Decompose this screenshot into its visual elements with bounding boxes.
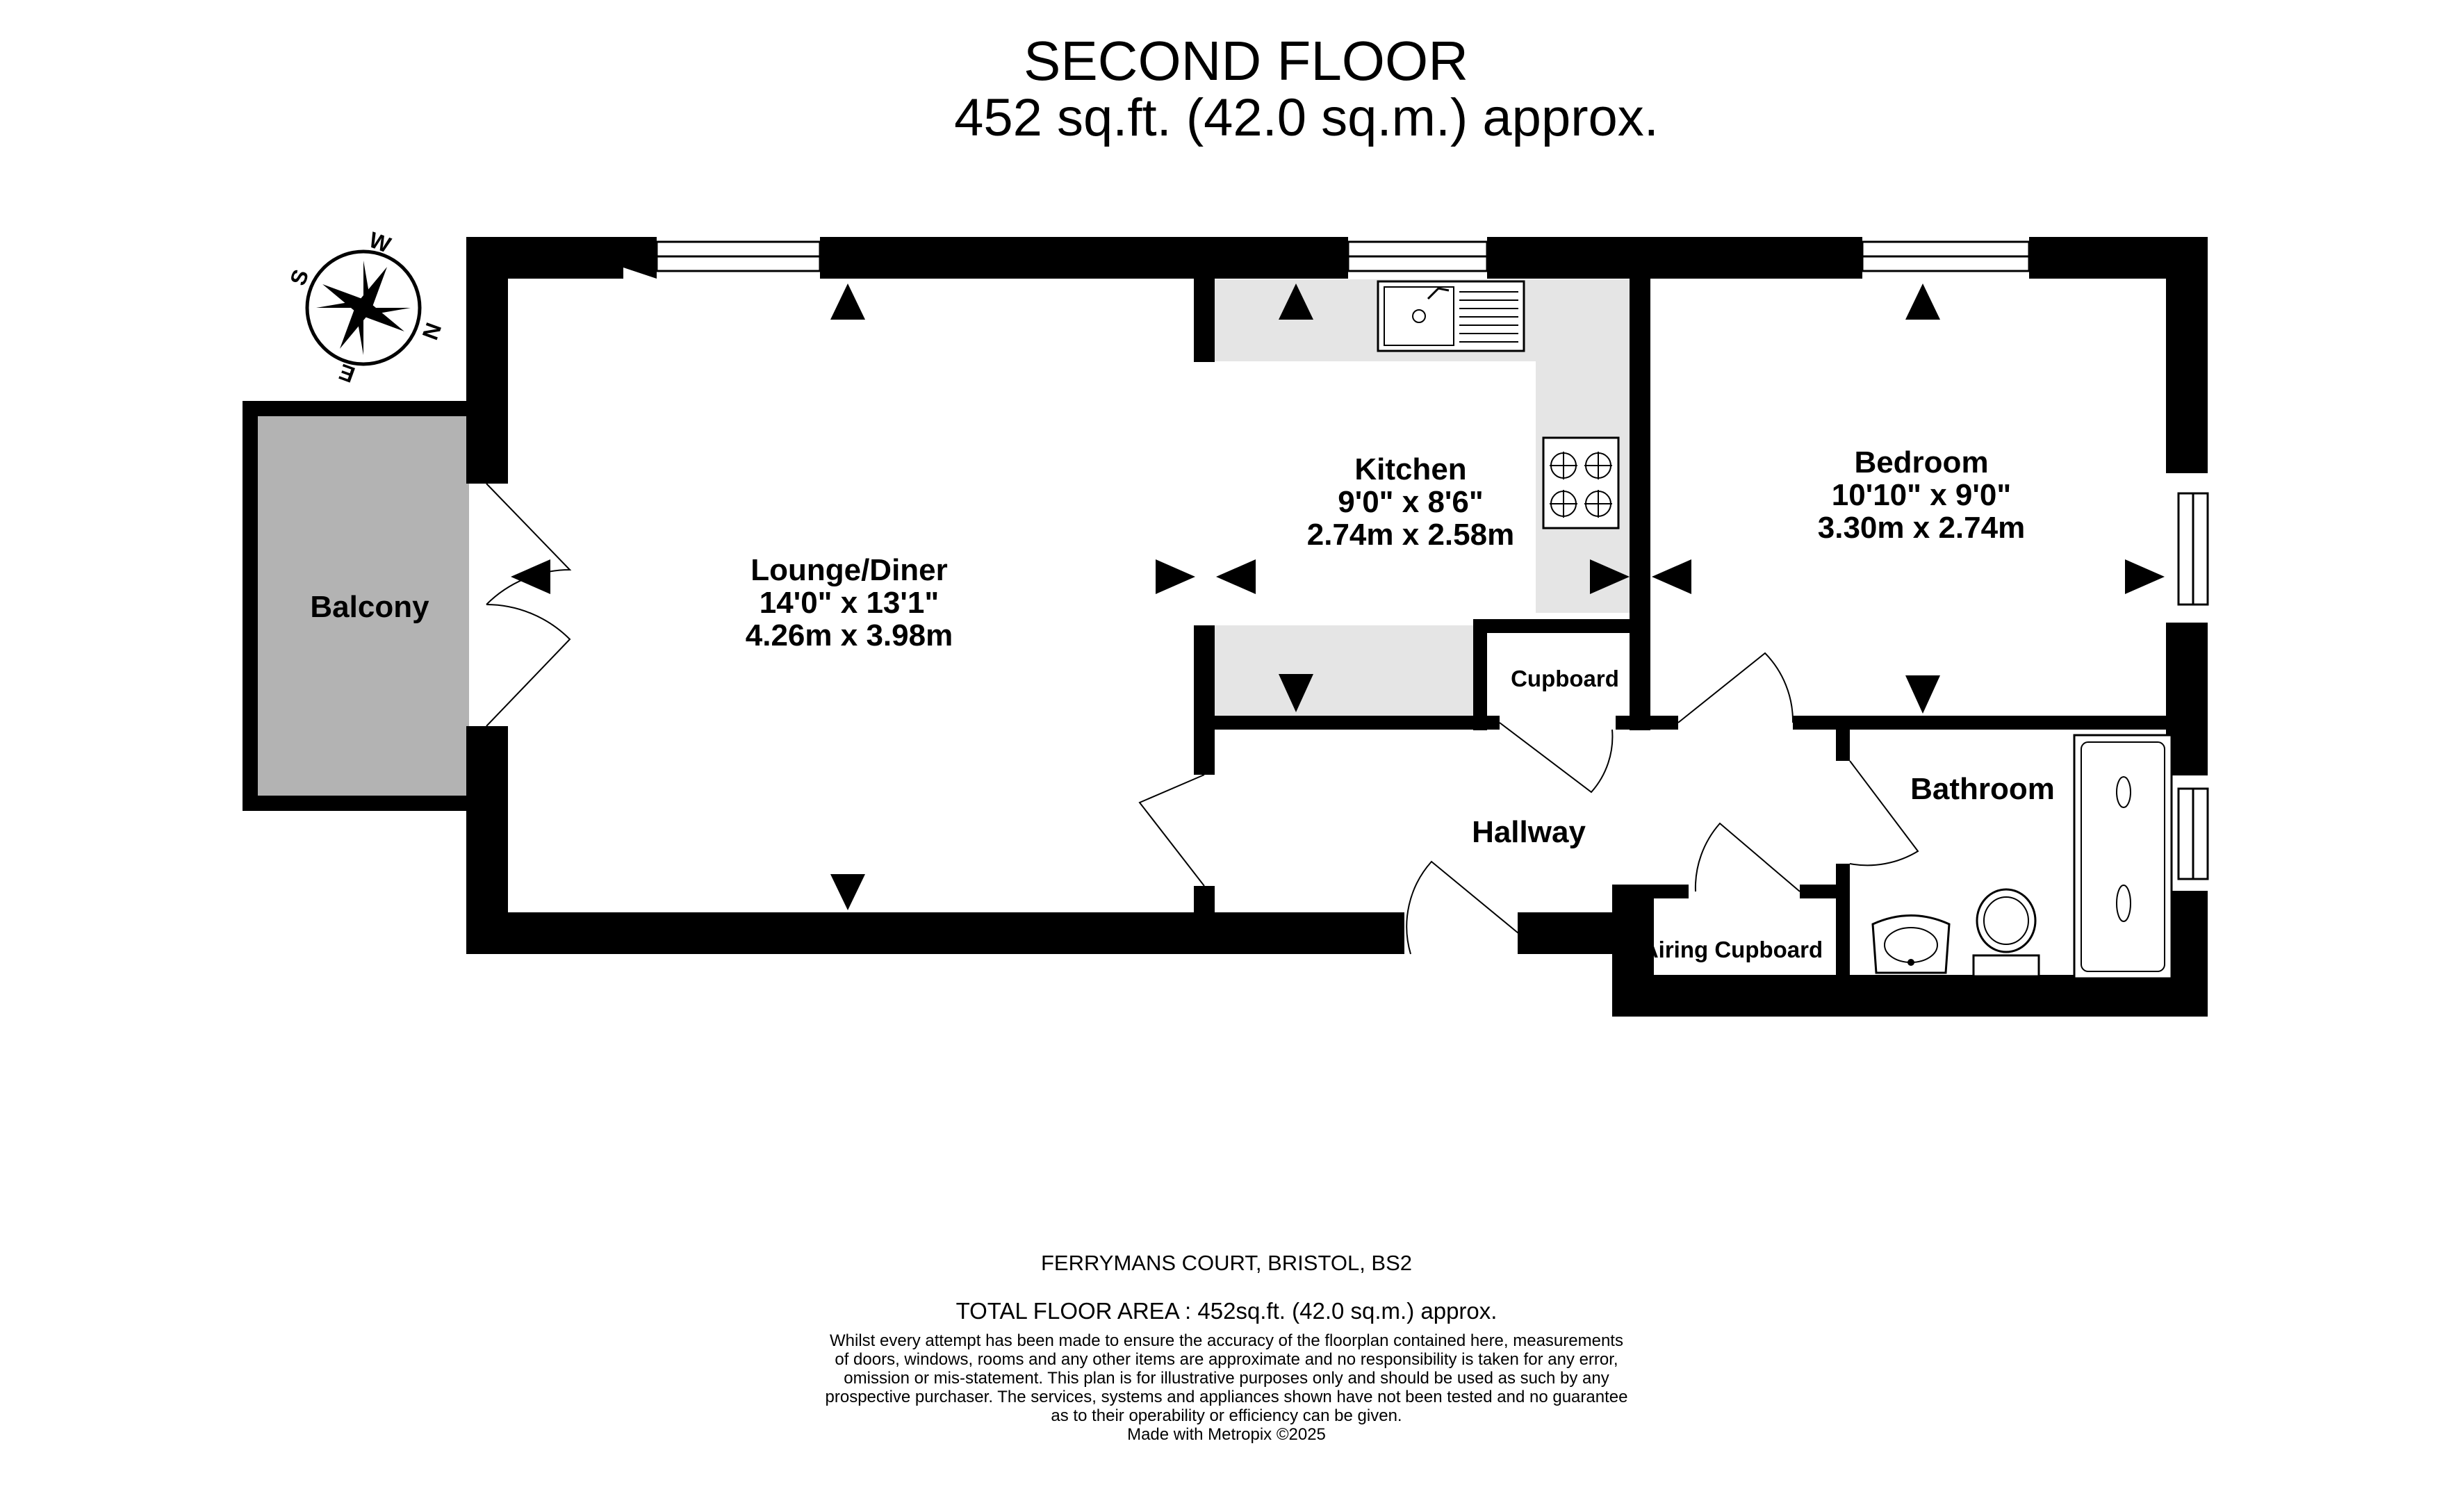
bathroom-label: Bathroom [1910,772,2055,806]
compass-star-icon: S W N E [285,227,446,388]
kitchen-dim-metric: 2.74m x 2.58m [1307,518,1514,552]
arrow-lounge-top [830,284,865,320]
kitchen-hob-icon [1542,436,1620,529]
balcony: Balcony [243,401,469,811]
airing-cupboard-label: Airing Cupboard [1642,937,1823,962]
arrow-lounge-bottom [830,874,865,910]
cupboard-label: Cupboard [1511,666,1619,691]
arrow-kitchen-right [1590,559,1630,594]
bedroom-label: Bedroom [1854,445,1988,479]
compass-letter-n: N [417,320,446,343]
cupboard-door[interactable] [1499,722,1614,794]
footer-disclaimer-line-4: prospective purchaser. The services, sys… [826,1388,1628,1406]
lounge-dim-metric: 4.26m x 3.98m [746,618,953,652]
arrow-kitchen-bottom [1279,674,1313,712]
bathroom-door[interactable] [1849,760,1919,866]
kitchen-dim-imperial: 9'0" x 8'6" [1338,485,1483,519]
front-door[interactable] [1406,860,1519,955]
floor-title: SECOND FLOOR [1024,30,1468,92]
footer-credit: Made with Metropix ©2025 [1127,1425,1326,1444]
arrow-bedroom-right [2125,559,2165,594]
lounge-dim-imperial: 14'0" x 13'1" [760,586,939,620]
windows [623,237,2209,880]
balcony-door[interactable] [486,483,572,727]
footer-total-area: TOTAL FLOOR AREA : 452sq.ft. (42.0 sq.m.… [956,1298,1498,1324]
compass-letter-e: E [336,359,358,388]
bedroom-dim-imperial: 10'10" x 9'0" [1832,478,2011,512]
hallway-label: Hallway [1472,815,1586,849]
kitchen-sink-icon [1377,280,1525,352]
bath-icon [2073,734,2173,980]
lounge-label: Lounge/Diner [750,553,948,587]
walls [466,237,2208,1017]
balcony-label: Balcony [310,590,429,624]
footer-disclaimer-line-3: omission or mis-statement. This plan is … [844,1369,1609,1388]
floor-area: 452 sq.ft. (42.0 sq.m.) approx. [954,88,1659,147]
measurement-arrows [511,284,2165,910]
arrow-bedroom-top [1905,284,1940,320]
arrow-lounge-left [511,559,550,594]
arrow-lounge-right [1156,559,1195,594]
hallway-lounge-door[interactable] [1138,774,1205,887]
bedroom-door[interactable] [1677,652,1794,723]
arrow-bedroom-left [1652,559,1691,594]
footer-address: FERRYMANS COURT, BRISTOL, BS2 [1041,1251,1412,1275]
footer-disclaimer-line-1: Whilst every attempt has been made to en… [830,1331,1623,1350]
washbasin-icon [1871,914,1951,974]
bedroom-dim-metric: 3.30m x 2.74m [1818,511,2025,545]
footer-disclaimer-line-2: of doors, windows, rooms and any other i… [835,1350,1618,1369]
toilet-icon [1972,888,2040,978]
arrow-kitchen-left [1216,559,1256,594]
kitchen-label: Kitchen [1354,452,1466,486]
arrow-bedroom-bottom [1905,675,1940,714]
compass-letter-s: S [285,266,313,288]
airing-cupboard-door[interactable] [1694,822,1800,892]
arrow-kitchen-top [1279,284,1313,320]
footer-disclaimer-line-5: as to their operability or efficiency ca… [1051,1406,1402,1425]
